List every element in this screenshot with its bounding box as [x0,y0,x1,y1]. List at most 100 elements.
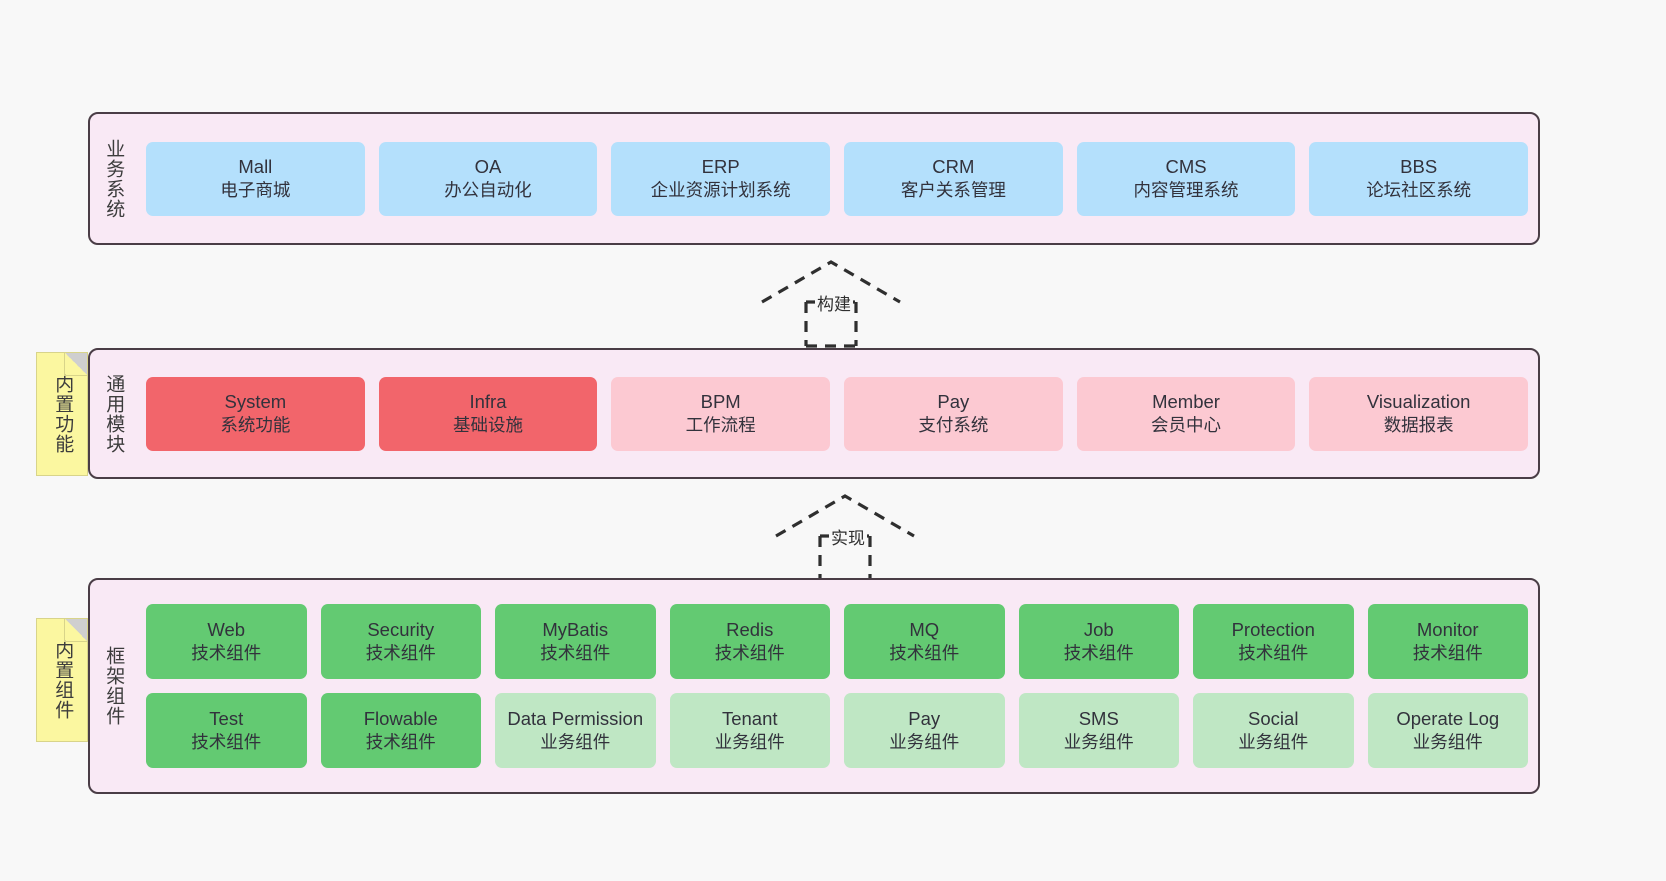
layer-framework-component: 框架组件 Web 技术组件 Security 技术组件 MyBatis 技术组件… [88,578,1540,794]
connector-label-implement: 实现 [829,524,867,549]
layer-row: Mall 电子商城 OA 办公自动化 ERP 企业资源计划系统 CRM 客户关系… [146,141,1529,216]
module-card-subtitle: 业务组件 [1238,732,1309,753]
note-fold-corner-icon [64,619,87,642]
module-card-redis[interactable]: Redis 技术组件 [669,604,830,679]
layer-body-framework-component: Web 技术组件 Security 技术组件 MyBatis 技术组件 Redi… [136,580,1538,792]
module-card-tenant[interactable]: Tenant 业务组件 [669,693,830,768]
note-builtin-function-label: 内置功能 [52,374,74,454]
module-card-title: Operate Log [1396,707,1500,729]
module-card-subtitle: 技术组件 [1238,643,1309,664]
module-card-title: OA [474,155,502,177]
module-card-title: Redis [726,618,774,640]
module-card-subtitle: 业务组件 [1063,732,1134,753]
module-card-subtitle: 基础设施 [453,415,523,436]
module-card-title: BBS [1400,155,1438,177]
module-card-title: Infra [469,390,507,412]
layer-row: Test 技术组件 Flowable 技术组件 Data Permission … [146,693,1528,768]
module-card-mybatis[interactable]: MyBatis 技术组件 [495,604,656,679]
module-card-title: Visualization [1366,390,1471,412]
module-card-sms[interactable]: SMS 业务组件 [1018,693,1179,768]
module-card-infra[interactable]: Infra 基础设施 [378,376,598,451]
module-card-job[interactable]: Job 技术组件 [1018,604,1179,679]
connector-label-build: 构建 [815,290,853,315]
module-card-title: Test [209,707,244,729]
module-card-visualization[interactable]: Visualization 数据报表 [1309,376,1529,451]
module-card-bbs[interactable]: BBS 论坛社区系统 [1309,141,1529,216]
connector-build: 构建 [758,258,904,348]
module-card-title: Mall [238,155,273,177]
module-card-title: Pay [937,390,970,412]
module-card-title: BPM [700,390,741,412]
module-card-crm[interactable]: CRM 客户关系管理 [844,141,1063,216]
module-card-subtitle: 企业资源计划系统 [650,180,791,201]
note-fold-corner-icon [64,353,87,376]
module-card-subtitle: 技术组件 [540,643,611,664]
module-card-subtitle: 技术组件 [1412,643,1483,664]
module-card-subtitle: 技术组件 [365,732,436,753]
module-card-title: Job [1083,618,1114,640]
module-card-mq[interactable]: MQ 技术组件 [844,604,1005,679]
layer-title-framework-component: 框架组件 [103,646,125,726]
layer-business-system: 业务系统 Mall 电子商城 OA 办公自动化 ERP 企业资源计划系统 CRM… [88,112,1540,245]
module-card-title: Tenant [721,707,778,729]
module-card-subtitle: 业务组件 [714,732,785,753]
module-card-flowable[interactable]: Flowable 技术组件 [320,693,481,768]
module-card-system[interactable]: System 系统功能 [146,376,365,451]
module-card-title: Web [207,618,246,640]
connector-implement: 实现 [772,492,918,582]
module-card-social[interactable]: Social 业务组件 [1193,693,1354,768]
module-card-mall[interactable]: Mall 电子商城 [146,141,365,216]
module-card-subtitle: 业务组件 [1412,732,1483,753]
layer-row: System 系统功能 Infra 基础设施 BPM 工作流程 Pay 支付系统… [146,376,1529,451]
module-card-oa[interactable]: OA 办公自动化 [378,141,598,216]
module-card-subtitle: 业务组件 [889,732,960,753]
module-card-title: Data Permission [507,707,644,729]
module-card-title: MyBatis [542,618,609,640]
module-card-title: Security [367,618,435,640]
module-card-title: MQ [909,618,940,640]
module-card-web[interactable]: Web 技术组件 [146,604,307,679]
module-card-title: CRM [932,155,975,177]
module-card-title: Social [1248,707,1299,729]
module-card-subtitle: 技术组件 [889,643,960,664]
layer-title-common-module: 通用模块 [103,373,125,454]
module-card-security[interactable]: Security 技术组件 [320,604,481,679]
module-card-subtitle: 内容管理系统 [1133,180,1239,201]
module-card-subtitle: 支付系统 [918,415,989,436]
module-card-title: System [224,390,287,412]
layer-title-business-system: 业务系统 [103,138,125,219]
module-card-pay[interactable]: Pay 支付系统 [844,376,1063,451]
module-card-subtitle: 业务组件 [540,732,611,753]
module-card-protection[interactable]: Protection 技术组件 [1193,604,1354,679]
module-card-subtitle: 数据报表 [1383,415,1454,436]
note-builtin-function: 内置功能 [36,352,88,476]
module-card-bpm[interactable]: BPM 工作流程 [611,376,831,451]
module-card-title: Member [1152,390,1220,412]
module-card-data-permission[interactable]: Data Permission 业务组件 [495,693,656,768]
module-card-member[interactable]: Member 会员中心 [1076,376,1296,451]
module-card-subtitle: 论坛社区系统 [1366,180,1472,201]
module-card-title: Pay [908,707,941,729]
module-card-operate-log[interactable]: Operate Log 业务组件 [1367,693,1528,768]
module-card-pay-business[interactable]: Pay 业务组件 [844,693,1005,768]
module-card-erp[interactable]: ERP 企业资源计划系统 [611,141,831,216]
module-card-title: ERP [701,155,740,177]
note-builtin-component-label: 内置组件 [52,640,74,720]
layer-body-business-system: Mall 电子商城 OA 办公自动化 ERP 企业资源计划系统 CRM 客户关系… [136,114,1538,243]
module-card-subtitle: 客户关系管理 [900,180,1006,201]
module-card-title: CMS [1165,155,1207,177]
module-card-subtitle: 技术组件 [1063,643,1134,664]
module-card-subtitle: 工作流程 [685,415,756,436]
module-card-subtitle: 技术组件 [714,643,785,664]
module-card-title: SMS [1078,707,1119,729]
note-builtin-component: 内置组件 [36,618,88,742]
module-card-test[interactable]: Test 技术组件 [146,693,307,768]
generalization-arrowhead [761,260,901,304]
module-card-title: Monitor [1416,618,1479,640]
module-card-subtitle: 系统功能 [220,415,291,436]
module-card-cms[interactable]: CMS 内容管理系统 [1076,141,1296,216]
module-card-monitor[interactable]: Monitor 技术组件 [1367,604,1528,679]
layer-body-common-module: System 系统功能 Infra 基础设施 BPM 工作流程 Pay 支付系统… [136,350,1538,477]
module-card-title: Flowable [363,707,438,729]
